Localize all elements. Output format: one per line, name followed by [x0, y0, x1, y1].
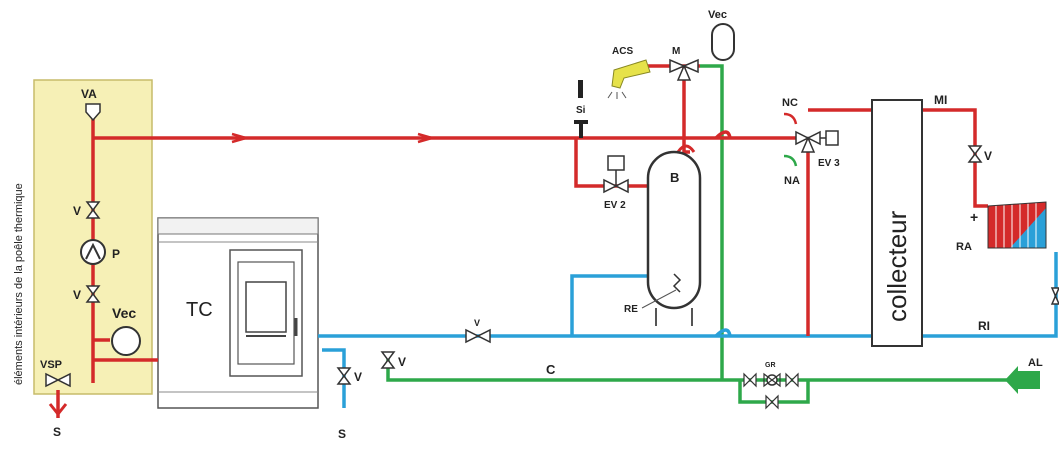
- va-label: VA: [81, 87, 97, 101]
- crossover-bump: [714, 130, 732, 140]
- boiler-tank-b: [646, 150, 702, 326]
- valve-ev2: [603, 155, 629, 194]
- valve-v-green: [380, 351, 396, 369]
- valve-v-mi: [967, 145, 983, 163]
- ri-label: RI: [978, 319, 990, 333]
- valve-v-upper: [85, 201, 101, 219]
- c-label: C: [546, 362, 556, 377]
- vec-label: Vec: [708, 9, 727, 21]
- re-leader: [641, 289, 677, 309]
- valve-v-lower: [85, 285, 101, 303]
- sensor-si: [574, 80, 588, 138]
- si-label: Si: [576, 105, 586, 116]
- radiator-ra: [987, 201, 1047, 249]
- safety-valve-vsp: [45, 372, 71, 388]
- acs-label: ACS: [612, 46, 633, 57]
- al-inlet-arrow: [1005, 366, 1040, 394]
- valve-v-drain: [336, 367, 352, 385]
- p-label: P: [112, 247, 120, 261]
- v-label: V: [474, 318, 480, 328]
- tc-label: TC: [186, 299, 213, 321]
- collecteur-box: [871, 99, 923, 347]
- vsp-label: VSP: [40, 359, 62, 371]
- v-label: V: [73, 288, 81, 302]
- sanitary-expansion-vessel: [711, 23, 735, 61]
- ev3-label: EV 3: [818, 158, 840, 169]
- ra-label: RA: [956, 241, 972, 253]
- collecteur-label: collecteur: [882, 210, 912, 322]
- stove-tc: [157, 217, 319, 409]
- crossover-bump: [676, 144, 696, 153]
- na-mark: [783, 154, 798, 167]
- flow-arrow: [231, 132, 251, 144]
- v-label: V: [984, 149, 992, 163]
- expansion-vessel: [111, 326, 141, 356]
- v-label: V: [354, 370, 362, 384]
- air-vent-va: [85, 103, 101, 122]
- al-label: AL: [1028, 357, 1043, 369]
- valve-ev3: [795, 130, 839, 153]
- v-label: V: [398, 355, 406, 369]
- vec-label: Vec: [112, 305, 136, 321]
- nc-label: NC: [782, 97, 798, 109]
- valve-v-ri: [1050, 287, 1059, 305]
- side-note-label: éléments intérieurs de la poêle thermiqu…: [13, 183, 25, 385]
- b-label: B: [670, 170, 679, 185]
- re-label: RE: [624, 304, 638, 315]
- plus-label: +: [970, 209, 978, 225]
- mixer-valve-m: [669, 58, 699, 81]
- na-label: NA: [784, 175, 800, 187]
- s-label: S: [53, 425, 61, 439]
- nc-mark: [783, 112, 798, 125]
- pump-p: [80, 239, 106, 265]
- acs-tap: [607, 59, 651, 99]
- mi-label: MI: [934, 93, 947, 107]
- valve-v-blue: [465, 328, 491, 344]
- gr-label: GR: [765, 362, 776, 369]
- s-label: S: [338, 427, 346, 441]
- v-label: V: [73, 204, 81, 218]
- crossover-bump: [714, 328, 732, 338]
- flow-arrow: [417, 132, 437, 144]
- ev2-label: EV 2: [604, 200, 626, 211]
- drain-fork: [48, 403, 68, 417]
- pressure-reducer-gr: [743, 372, 799, 410]
- m-label: M: [672, 46, 680, 57]
